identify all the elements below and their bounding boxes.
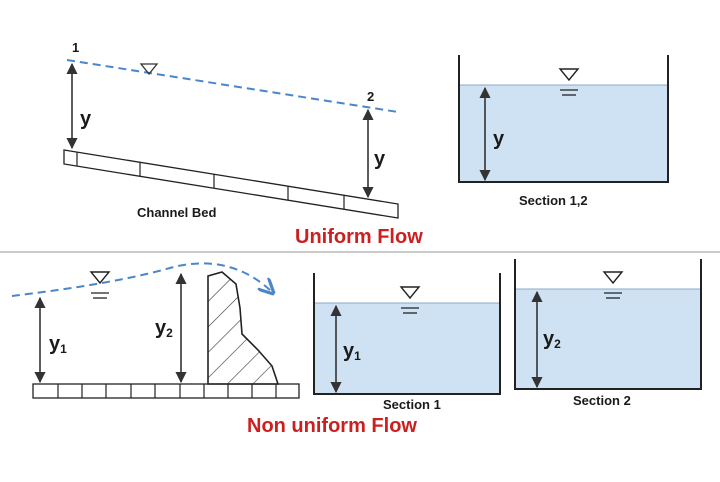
uniform-depth-label-2: y — [374, 148, 386, 170]
uniform-flow-profile: 1 2 y y Channel Bed — [63, 40, 399, 220]
depth-label-y1: y1 — [49, 333, 67, 356]
uniform-depth-label-1: y — [80, 108, 92, 130]
weir-obstruction — [207, 271, 280, 385]
uniform-water-surface-line — [66, 59, 399, 113]
uniform-section-water — [459, 85, 668, 182]
section-2-channel — [514, 259, 702, 390]
section-2-caption: Section 2 — [573, 393, 631, 408]
non-uniform-water-surface-line — [11, 262, 272, 297]
water-surface-triangle-icon — [139, 63, 159, 76]
channel-bed-caption: Channel Bed — [137, 205, 217, 220]
section-2-depth-label: y2 — [543, 328, 561, 351]
uniform-section: y Section 1,2 — [458, 55, 669, 208]
uniform-section-surface-triangle-icon — [558, 68, 580, 82]
uniform-section-channel — [458, 55, 669, 183]
section-1-depth-label: y1 — [343, 340, 361, 363]
section-1-water — [314, 303, 500, 394]
point-1-label: 1 — [72, 40, 79, 55]
channel-bed — [63, 149, 399, 219]
non-uniform-flow-profile: y1 y2 — [11, 262, 300, 399]
section-1-channel — [313, 273, 501, 395]
section-1-surface-triangle-icon — [399, 286, 421, 300]
uniform-flow-title: Uniform Flow — [295, 226, 423, 248]
depth-label-y2: y2 — [155, 317, 173, 340]
uniform-section-caption: Section 1,2 — [519, 193, 588, 208]
point-2-label: 2 — [367, 89, 374, 104]
section-1: y1 Section 1 — [313, 273, 501, 412]
non-uniform-flow-title: Non uniform Flow — [247, 415, 417, 437]
non-uniform-surface-triangle-icon — [89, 271, 111, 285]
section-2: y2 Section 2 — [514, 259, 702, 408]
uniform-section-depth-label: y — [493, 128, 505, 150]
non-uniform-channel-bed — [32, 383, 300, 399]
section-1-caption: Section 1 — [383, 397, 441, 412]
section-2-surface-triangle-icon — [602, 271, 624, 285]
section-2-water — [515, 289, 701, 389]
